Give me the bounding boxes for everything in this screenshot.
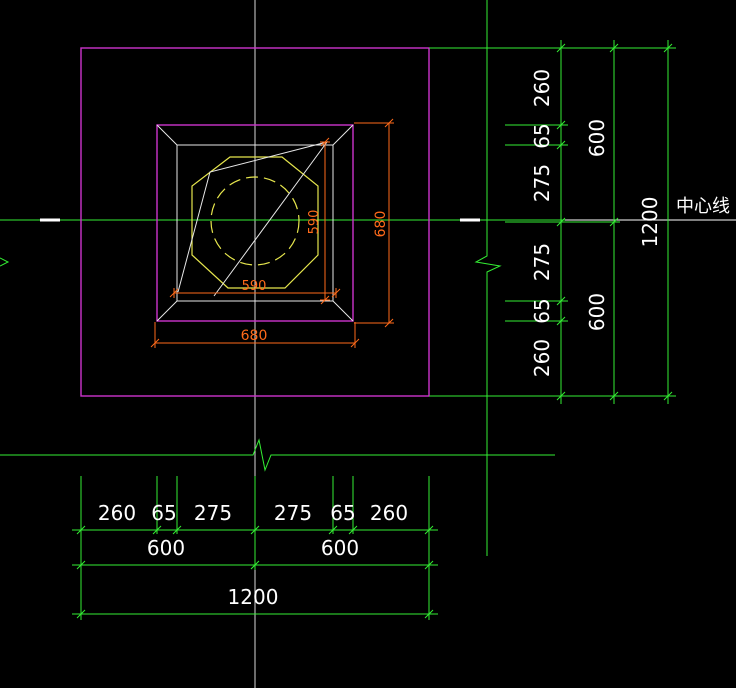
inner-height-dimension (320, 137, 330, 305)
inner-height-label: 590 (307, 210, 322, 235)
inner-opening-outline (156, 124, 354, 322)
right-dim-600-bottom: 600 (585, 293, 609, 331)
bottom-dim-260-right: 260 (370, 501, 408, 525)
dashed-circle (210, 176, 300, 266)
bevel-inner-square (176, 144, 334, 302)
bottom-dim-65-left: 65 (151, 501, 176, 525)
right-dim-260-bottom: 260 (530, 339, 554, 377)
bottom-dim-600-right: 600 (321, 536, 359, 560)
right-dim-65-bottom: 65 (530, 298, 554, 323)
bottom-dim-1200: 1200 (228, 585, 279, 609)
bottom-dim-600-left: 600 (147, 536, 185, 560)
bevel-corner-bl (156, 300, 178, 322)
bottom-dim-260-left: 260 (98, 501, 136, 525)
right-dim-1200: 1200 (638, 197, 662, 248)
bottom-dim-275-right: 275 (274, 501, 312, 525)
bottom-dim-275-left: 275 (194, 501, 232, 525)
outer-width-label: 680 (241, 328, 268, 344)
horizontal-break-line (0, 438, 555, 472)
vertical-break-line (474, 0, 502, 556)
center-line-label: 中心线 (676, 196, 730, 217)
bevel-corner-tl (156, 124, 178, 146)
bottom-dim-65-right: 65 (330, 501, 355, 525)
octagon-column (191, 156, 319, 289)
left-break-mark (0, 257, 10, 267)
right-dim-260-top: 260 (530, 69, 554, 107)
leader-line (177, 141, 329, 297)
outer-width-dimension (150, 322, 360, 348)
right-dim-275-top: 275 (530, 164, 554, 202)
right-dim-275-bottom: 275 (530, 243, 554, 281)
bevel-corner-br (332, 300, 354, 322)
outer-height-dimension (354, 118, 394, 328)
right-dimension-lines (429, 40, 676, 404)
inner-width-dimension (169, 288, 341, 298)
outer-plate-outline (80, 47, 430, 397)
bevel-corner-tr (332, 124, 354, 146)
bottom-dimension-lines (72, 476, 438, 620)
inner-width-label: 590 (242, 279, 267, 294)
outer-height-label: 680 (373, 211, 389, 238)
right-dim-600-top: 600 (585, 119, 609, 157)
right-dim-65-top: 65 (530, 123, 554, 148)
